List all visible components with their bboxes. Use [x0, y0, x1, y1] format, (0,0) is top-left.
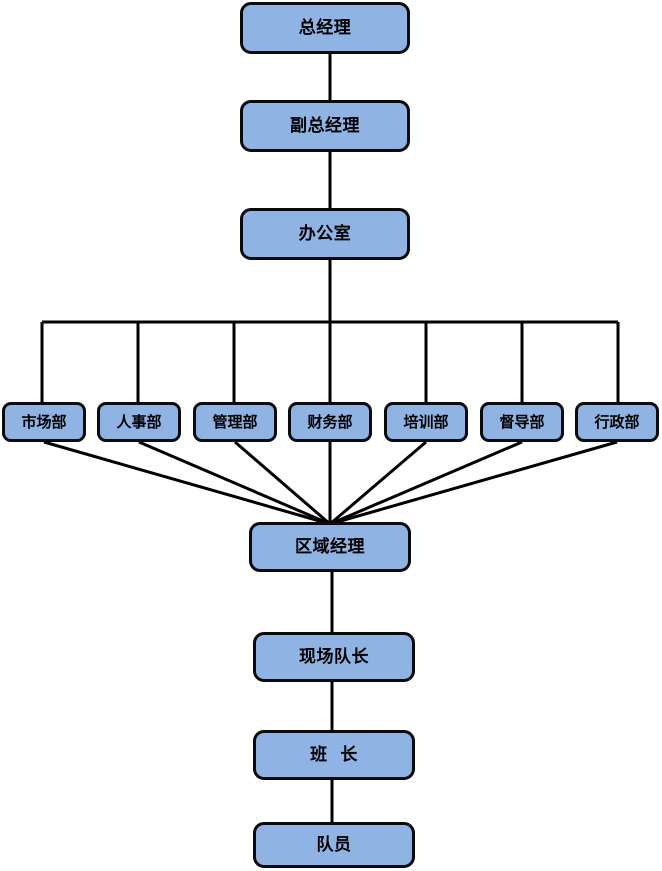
connector-dept-administration-to-regional-manager — [329, 440, 618, 526]
node-office[interactable]: 办公室 — [240, 208, 410, 260]
node-label-dept-management: 管理部 — [212, 412, 258, 431]
department-node-dept-administration[interactable]: 行政部 — [575, 402, 659, 442]
department-node-dept-human-resources[interactable]: 人事部 — [97, 402, 181, 442]
node-team-leader[interactable]: 班 长 — [253, 730, 415, 780]
node-label-office: 办公室 — [298, 223, 352, 244]
node-label-regional-manager: 区域经理 — [295, 536, 365, 557]
node-team-member[interactable]: 队员 — [253, 822, 415, 868]
node-label-dept-marketing: 市场部 — [21, 412, 67, 431]
connector-dept-training-to-regional-manager — [329, 440, 427, 526]
node-general-manager[interactable]: 总经理 — [240, 2, 410, 54]
department-node-dept-finance[interactable]: 财务部 — [288, 402, 372, 442]
department-node-dept-supervision[interactable]: 督导部 — [480, 402, 564, 442]
node-label-deputy-manager: 副总经理 — [290, 115, 360, 136]
node-label-dept-training: 培训部 — [403, 412, 449, 431]
node-site-captain[interactable]: 现场队长 — [253, 632, 415, 682]
connector-dept-marketing-to-regional-manager — [43, 440, 331, 526]
node-label-dept-administration: 行政部 — [594, 412, 640, 431]
node-label-team-leader: 班 长 — [310, 744, 358, 765]
node-label-dept-supervision: 督导部 — [499, 412, 545, 431]
node-label-team-member: 队员 — [316, 834, 352, 855]
connector-dept-supervision-to-regional-manager — [329, 440, 523, 526]
connector-dept-human-resources-to-regional-manager — [138, 440, 331, 526]
node-label-dept-finance: 财务部 — [307, 412, 353, 431]
node-label-site-captain: 现场队长 — [299, 646, 369, 667]
node-label-general-manager: 总经理 — [298, 17, 352, 38]
connector-dept-management-to-regional-manager — [234, 440, 331, 526]
department-node-dept-management[interactable]: 管理部 — [193, 402, 277, 442]
node-deputy-manager[interactable]: 副总经理 — [240, 100, 410, 152]
department-node-dept-marketing[interactable]: 市场部 — [2, 402, 86, 442]
node-label-dept-human-resources: 人事部 — [116, 412, 162, 431]
department-node-dept-training[interactable]: 培训部 — [384, 402, 468, 442]
node-regional-manager[interactable]: 区域经理 — [249, 522, 411, 572]
